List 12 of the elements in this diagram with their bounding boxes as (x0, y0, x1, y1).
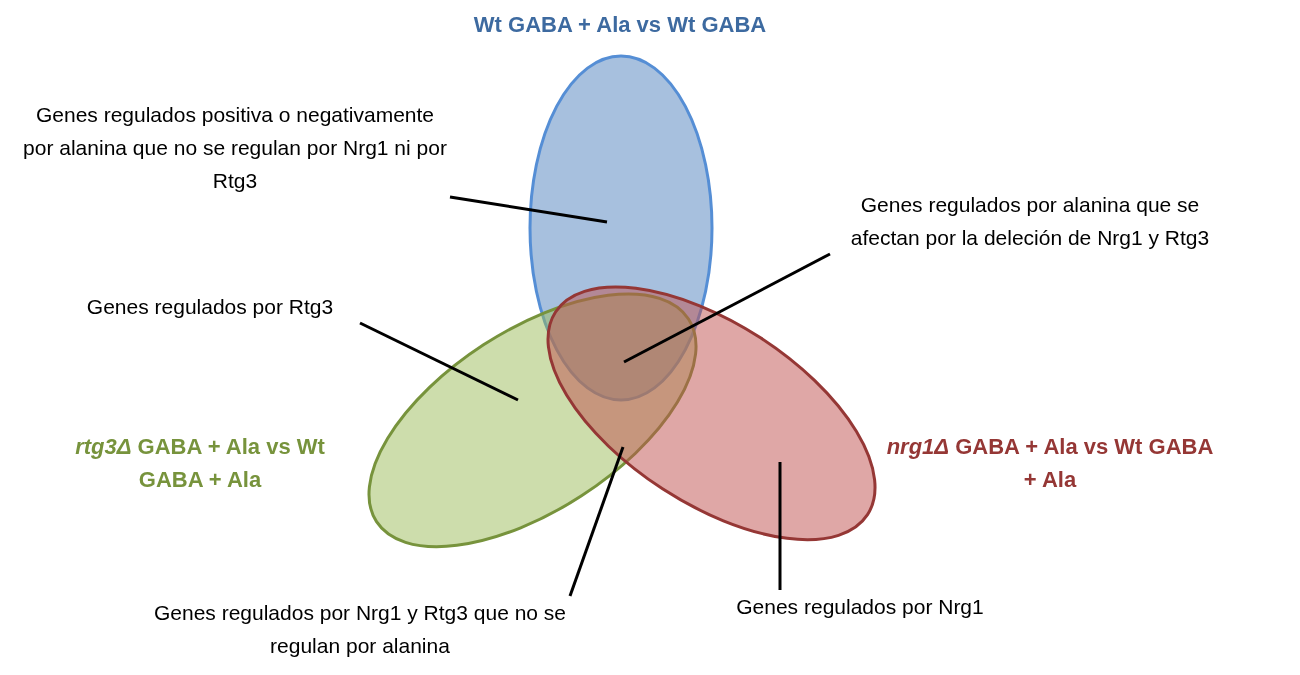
callout-text: Genes regulados positiva o negativamente por alanina que no se regulan por Nrg1 ni por Rtg3 (20, 98, 450, 197)
set-heading: nrg1Δ GABA + Ala vs Wt GABA + Ala (885, 433, 1215, 494)
set-heading: Wt GABA + Ala vs Wt GABA (472, 11, 768, 39)
set-heading: rtg3Δ GABA + Ala vs Wt GABA + Ala (74, 433, 326, 494)
callout-text: Genes regulados por alanina que se afectan por la deleción de Nrg1 y Rtg3 (830, 188, 1230, 254)
callout-text: Genes regulados por Nrg1 y Rtg3 que no se regulan por alanina (150, 596, 570, 662)
leader-line (568, 446, 625, 597)
leader-line (778, 462, 782, 590)
leader-line (359, 321, 519, 402)
callout-text: Genes regulados por Rtg3 (60, 290, 360, 323)
leader-line (449, 195, 608, 224)
callout-text: Genes regulados por Nrg1 (700, 590, 1020, 623)
